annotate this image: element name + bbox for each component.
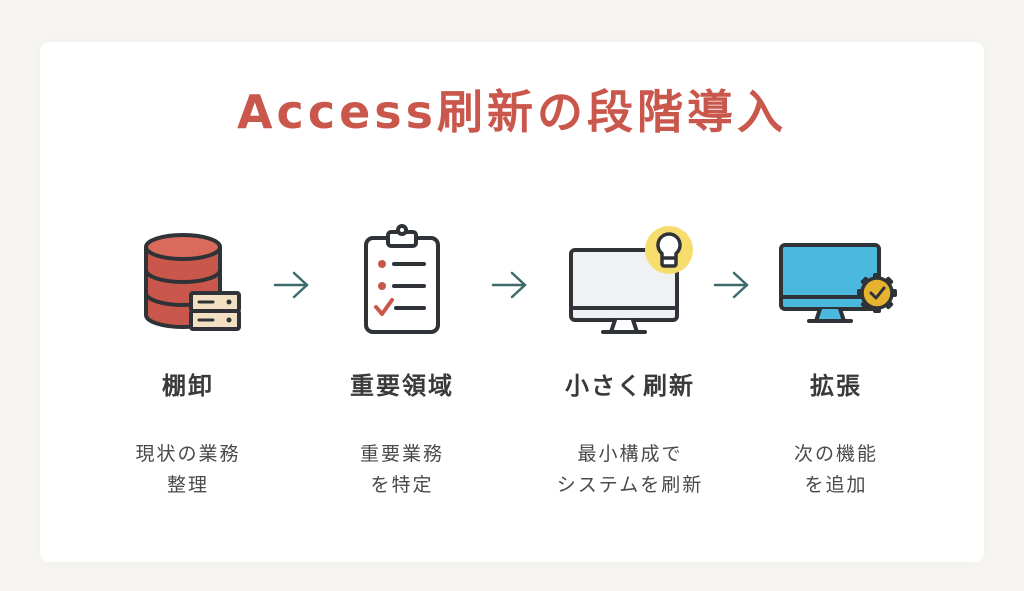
clipboard-checklist-icon — [292, 220, 512, 340]
step-desc-line: を特定 — [370, 474, 434, 496]
step-desc-line: 最小構成で — [577, 443, 683, 465]
step-description: 現状の業務 整理 — [78, 439, 298, 501]
arrow-right-icon — [491, 271, 527, 299]
database-icon — [78, 220, 298, 340]
step-label: 重要領域 — [350, 372, 454, 400]
step-expansion: 拡張 次の機能 を追加 — [726, 220, 946, 501]
step-description: 重要業務 を特定 — [292, 439, 512, 501]
step-desc-line: システムを刷新 — [556, 474, 704, 496]
step-label: 小さく刷新 — [565, 372, 695, 400]
step-desc-line: を追加 — [804, 474, 868, 496]
monitor-lightbulb-icon — [520, 220, 740, 340]
step-desc-line: 重要業務 — [359, 443, 444, 465]
step-description: 次の機能 を追加 — [726, 439, 946, 501]
step-description: 最小構成で システムを刷新 — [520, 439, 740, 501]
arrow-right-icon — [273, 271, 309, 299]
step-label: 拡張 — [810, 372, 862, 400]
step-desc-line: 次の機能 — [793, 443, 878, 465]
diagram-title: Access刷新の段階導入 — [236, 85, 788, 139]
step-label: 棚卸 — [162, 372, 214, 400]
step-desc-line: 現状の業務 — [135, 443, 241, 465]
monitor-gear-icon — [726, 220, 946, 340]
step-inventory: 棚卸 現状の業務 整理 — [78, 220, 298, 501]
step-desc-line: 整理 — [166, 474, 209, 496]
step-small-renewal: 小さく刷新 最小構成で システムを刷新 — [520, 220, 740, 501]
arrow-right-icon — [713, 271, 749, 299]
step-key-areas: 重要領域 重要業務 を特定 — [292, 220, 512, 501]
